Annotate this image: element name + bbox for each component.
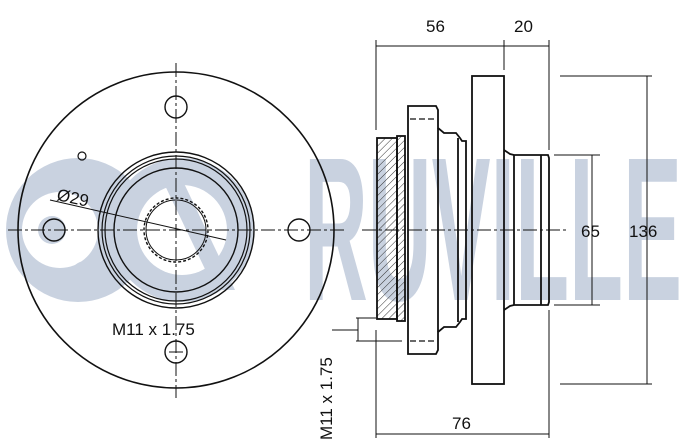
dim-56-label: 56 bbox=[426, 17, 445, 36]
front-view bbox=[8, 63, 345, 398]
front-thread-label: M11 x 1.75 bbox=[112, 320, 195, 339]
watermark-brand-text: RUVILLE bbox=[304, 115, 682, 344]
dim-65-label: 65 bbox=[581, 222, 600, 241]
side-thread-label: M11 x 1.75 bbox=[317, 357, 336, 440]
dim-136-label: 136 bbox=[629, 222, 657, 241]
dim-20-label: 20 bbox=[514, 17, 533, 36]
dimension-lines bbox=[332, 40, 652, 438]
dim-76-label: 76 bbox=[452, 414, 471, 433]
